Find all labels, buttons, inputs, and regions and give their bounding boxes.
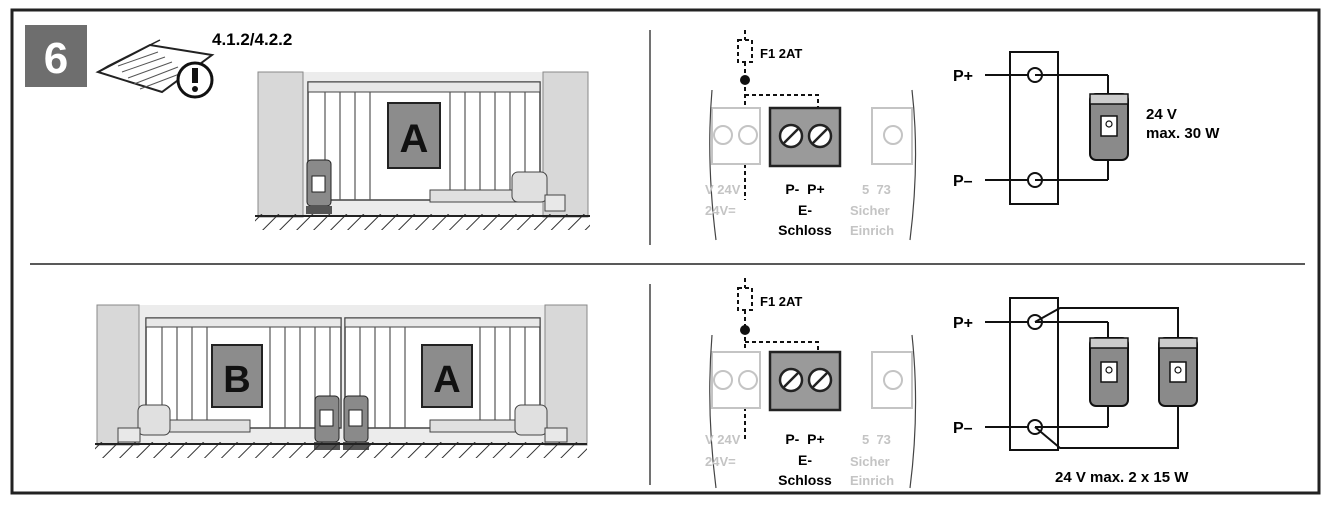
gate-b-label-box xyxy=(211,344,263,408)
terminal-e-lock-pins-2: P- P+ xyxy=(785,431,824,447)
terminal-e-lock-label-2-2: Schloss xyxy=(778,472,832,488)
manual-warning-icon xyxy=(95,39,215,99)
terminal-right-bottom: Einrich xyxy=(850,223,894,238)
terminal-e-lock-label-1: E- xyxy=(798,202,812,218)
lock-plus-label-2: P+ xyxy=(953,315,973,332)
gate-a-label-box-2 xyxy=(421,344,473,408)
terminal-e-lock-label-1-2: E- xyxy=(798,452,812,468)
e-lock-terminal-block xyxy=(768,106,842,168)
terminal-left-bottom: 24V= xyxy=(705,203,736,218)
manual-reference: 4.1.2/4.2.2 xyxy=(212,30,292,49)
step-number-box xyxy=(25,25,87,87)
lock-minus-label-2: P– xyxy=(953,420,973,437)
terminal-left-bottom-2: 24V= xyxy=(705,454,736,469)
double-gate-illustration xyxy=(95,304,588,458)
lock-wiring-double xyxy=(985,297,1198,451)
step-number: 6 xyxy=(44,34,68,83)
faded-terminal-left-2 xyxy=(711,351,761,409)
terminal-left-top-2: V 24V xyxy=(705,432,741,447)
gate-a-label-box xyxy=(387,102,441,169)
terminal-right-top-2: 5 73 xyxy=(862,432,891,447)
e-lock-terminal-block-2 xyxy=(768,350,842,412)
terminal-right-top: 5 73 xyxy=(862,182,891,197)
gate-b-label: B xyxy=(223,359,250,401)
terminal-right-mid: Sicher xyxy=(850,203,890,218)
lock-minus-label: P– xyxy=(953,173,973,190)
terminal-right-mid-2: Sicher xyxy=(850,454,890,469)
lock-plus-label: P+ xyxy=(953,68,973,85)
faded-terminal-right-2 xyxy=(871,351,913,409)
terminal-left-top: V 24V xyxy=(705,182,741,197)
lock-spec-double: 24 V max. 2 x 15 W xyxy=(1055,469,1189,486)
lock-wiring-single xyxy=(985,51,1129,205)
terminal-right-bottom-2: Einrich xyxy=(850,473,894,488)
lock-spec-voltage: 24 V xyxy=(1146,106,1177,123)
terminal-e-lock-pins: P- P+ xyxy=(785,181,824,197)
fuse-label-2: F1 2AT xyxy=(760,294,802,309)
faded-terminal-right xyxy=(871,107,913,165)
faded-terminal-left xyxy=(711,107,761,165)
terminal-e-lock-label-2: Schloss xyxy=(778,222,832,238)
fuse-label: F1 2AT xyxy=(760,46,802,61)
gate-a-label: A xyxy=(400,117,429,161)
fuse-icon-2 xyxy=(737,278,819,440)
lock-spec-power: max. 30 W xyxy=(1146,125,1220,142)
gate-a-label-2: A xyxy=(433,359,460,401)
